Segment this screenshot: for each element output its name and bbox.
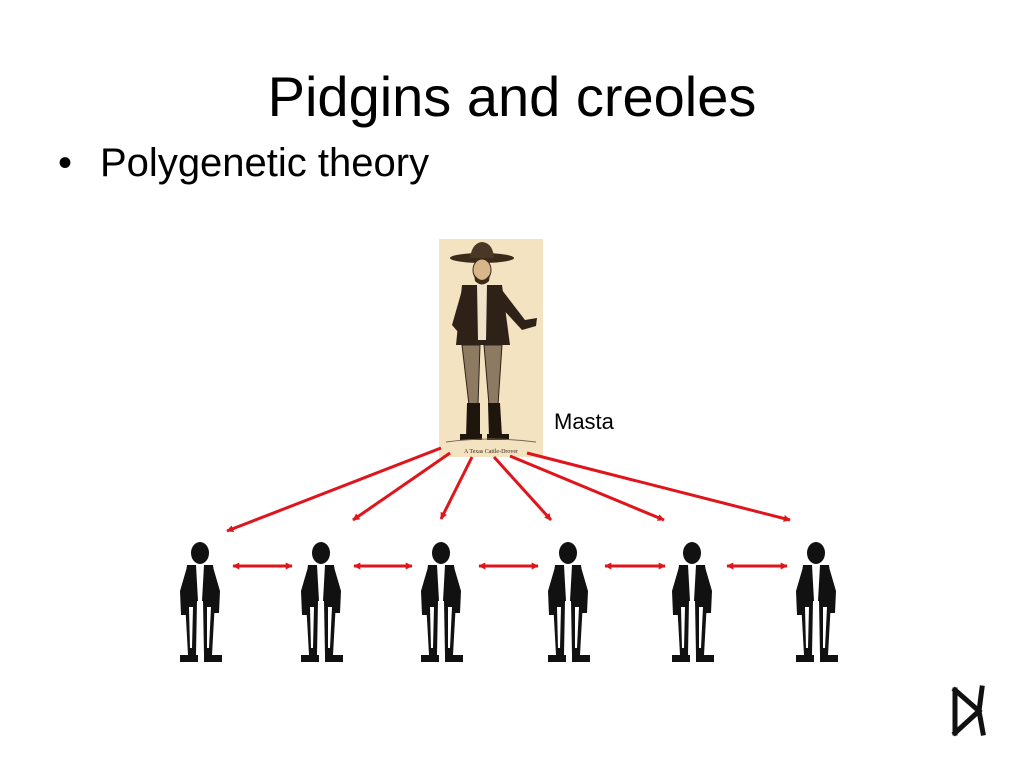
bullet-item: • Polygenetic theory	[58, 138, 429, 188]
arrow-to-laborer-5	[509, 454, 665, 522]
laborer-figure-6	[796, 542, 838, 662]
slide-title: Pidgins and creoles	[267, 65, 757, 128]
bullet-text: Polygenetic theory	[100, 141, 430, 185]
bullet-marker: •	[58, 141, 73, 185]
laborer-figure-2	[301, 542, 343, 662]
arrow-to-laborer-2	[352, 451, 451, 522]
arrow-to-laborer-3	[439, 456, 474, 520]
arrow-to-laborer-4	[492, 455, 553, 522]
arrow-to-laborer-1	[226, 446, 442, 533]
laborer-figure-1	[180, 542, 222, 662]
top-down-arrows	[226, 446, 791, 533]
laborer-row	[180, 542, 838, 662]
masta-label: Masta	[554, 409, 614, 434]
arrow-to-laborer-6	[526, 451, 791, 522]
engraving-caption: A Texas Cattle-Drover	[464, 449, 518, 455]
laborer-figure-5	[672, 542, 714, 662]
laborer-figure-3	[421, 542, 463, 662]
laborer-figure-4	[548, 542, 590, 662]
masta-figure: A Texas Cattle-Drover	[439, 239, 543, 457]
brand-chevron-logo-icon	[951, 685, 986, 737]
